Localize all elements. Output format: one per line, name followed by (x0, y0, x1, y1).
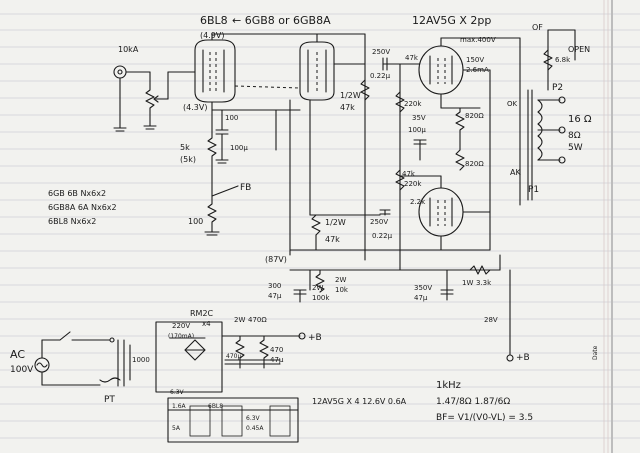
note-line-2: 6GB8A 6A Nx6x2 (48, 203, 117, 212)
imp8-label: 8Ω (568, 131, 581, 141)
screen-i-label: 2.6mA (466, 66, 489, 74)
fb-label: FB (240, 183, 251, 193)
coupling1-cv-label: 250V (372, 48, 390, 56)
of-label: OF (532, 23, 543, 32)
tube-type-label: 6BL8 (200, 14, 228, 27)
tube-6bl8 (194, 33, 301, 133)
tube-alt-label: ← 6GB8 or 6GB8A (232, 14, 331, 27)
cath-820-label: 820Ω (465, 112, 484, 120)
rr2-label: 3.3k (476, 279, 492, 287)
khz-label: 1kHz (436, 380, 461, 391)
v35-label: 35V (412, 114, 426, 122)
bias-pot-label: 5k (180, 143, 190, 152)
input-section (113, 65, 196, 132)
cap-100-label: 100μ (408, 126, 426, 134)
coupling2-v-label: 47k (325, 235, 340, 244)
h63-label: 6.3V (170, 389, 185, 396)
plate-res2-label: 220k (404, 180, 422, 188)
annotations: 6BL8 ← 6GB8 or 6GB8A (4.9V) 12AV5G X 2pp… (10, 14, 599, 432)
meas1-label: 1.47/8Ω 1.87/6Ω (436, 397, 510, 407)
diode-n-label: x4 (202, 320, 211, 328)
ladder (395, 63, 491, 271)
b-plus-rail (289, 254, 514, 362)
r2w-label: 2W (335, 276, 346, 284)
rr1-label: 1W (462, 279, 473, 287)
pt-label: PT (104, 395, 115, 405)
c350-label: 350V (414, 284, 432, 292)
note-line-1: 6GB 6B Nx6x2 (48, 189, 106, 198)
fb-res-label: 100 (188, 217, 203, 226)
c470v-label: 47μ (270, 356, 284, 364)
meas2-label: BF= V1/(V0-VL) = 3.5 (436, 413, 533, 423)
p1-label: P1 (528, 185, 539, 195)
watt-label: 5W (568, 143, 583, 153)
open-label: OPEN (568, 45, 590, 54)
h6bl8-label: 6BL8 (208, 403, 223, 410)
h63b-label: 6.3V (246, 415, 261, 422)
output-transformer (440, 29, 576, 206)
coupling2-c-label: 0.22μ (372, 232, 393, 240)
coupling1-v-label: 47k (340, 103, 355, 112)
tube-12av5g-upper (391, 37, 464, 109)
ac-label: AC (10, 348, 25, 361)
tube-pin-label: (4.9V) (200, 31, 224, 40)
input-pot-label: 10kA (118, 45, 139, 54)
acv-label: 100V (10, 365, 34, 375)
c47-label: 47μ (268, 292, 282, 300)
heater-note: 12AV5G X 4 12.6V 0.6A (312, 397, 407, 406)
k1000-label: 1000 (132, 356, 150, 364)
c47b-label: 47μ (414, 294, 428, 302)
second-stage (275, 33, 393, 261)
cathode-network (204, 109, 301, 236)
c470-label: 470 (270, 346, 283, 354)
b87-label: (87V) (265, 255, 287, 264)
plusB2-label: +B (308, 333, 322, 343)
grid1-label: 47k (405, 54, 419, 62)
driver-type-label: 12AV5G X 2pp (412, 14, 491, 27)
h045-label: 0.45A (246, 425, 264, 432)
v220-label: 220V (172, 322, 190, 330)
c470b-label: 470μ (226, 353, 241, 360)
coupling2-r-label: 1/2W (325, 218, 346, 227)
rmid-label: 2W (312, 284, 323, 292)
grid-res-label: (4.3V) (183, 103, 207, 112)
r22-label: 2.2k (410, 198, 426, 206)
h15-label: 1.6A (172, 403, 187, 410)
rmid2-label: 100k (312, 294, 330, 302)
note-line-3: 6BL8 Nx6x2 (48, 217, 96, 226)
c300-label: 300 (268, 282, 281, 290)
driver-max-label: max.400V (460, 36, 496, 44)
ma-label: (170mA) (168, 333, 194, 340)
c2w2-label: 470Ω (248, 316, 267, 324)
r68-label: 6.8k (555, 56, 571, 64)
grid2-label: 47k (402, 170, 416, 178)
h5a-label: 5A (172, 425, 181, 432)
imp16-label: 16 Ω (568, 114, 592, 125)
page-mark: Date (592, 345, 599, 360)
ak-label: AK (510, 168, 521, 177)
coupling1-r-label: 1/2W (340, 91, 361, 100)
p2-label: P2 (552, 83, 563, 93)
cath-res-label: 100 (225, 114, 238, 122)
cath-cap-label: 100μ (230, 144, 248, 152)
plusB-label: +B (516, 353, 530, 363)
b28-label: 28V (484, 316, 498, 324)
ok-label: OK (507, 100, 518, 108)
coupling1-c-label: 0.22μ (370, 72, 391, 80)
power-supply (34, 321, 306, 443)
plate-res1-label: 220k (404, 100, 422, 108)
bias-pot2-label: (5k) (180, 155, 196, 164)
screen-label: 150V (466, 56, 484, 64)
c2w-label: 2W (234, 316, 245, 324)
diode-label: RM2C (190, 309, 214, 318)
r10k-label: 10k (335, 286, 349, 294)
cath-820b-label: 820Ω (465, 160, 484, 168)
coupling2-cv-label: 250V (370, 218, 388, 226)
